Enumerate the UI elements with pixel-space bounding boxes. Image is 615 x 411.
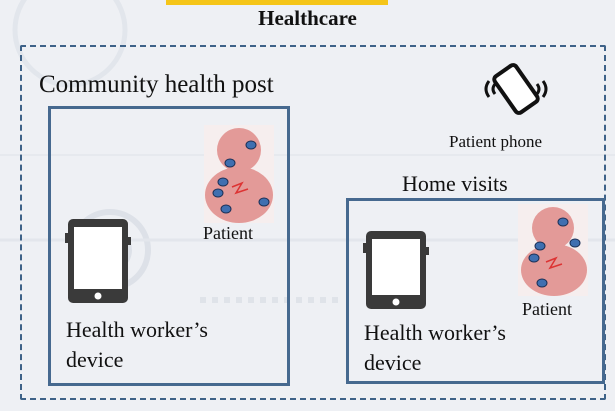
patient-phone-label: Patient phone [449,132,543,151]
home-visits-label: Home visits [402,171,508,196]
community-post-box [48,106,290,386]
home-visits-box [346,198,605,384]
smartphone-signal-icon [484,63,548,115]
patient-label: Patient [203,223,253,243]
health-worker-device-label: Health worker’s device [364,320,506,375]
community-post-label: Community health post [39,71,274,98]
health-worker-device-label: Health worker’s device [66,317,208,372]
patient-body-icon [518,204,588,296]
patient-body-icon [204,125,274,223]
patient-label: Patient [522,299,572,319]
diagram-title: Healthcare [258,6,357,30]
healthcare-frame [20,45,606,400]
tablet-device-icon [363,231,429,309]
accent-bar [166,0,388,5]
tablet-device-icon [65,219,131,303]
